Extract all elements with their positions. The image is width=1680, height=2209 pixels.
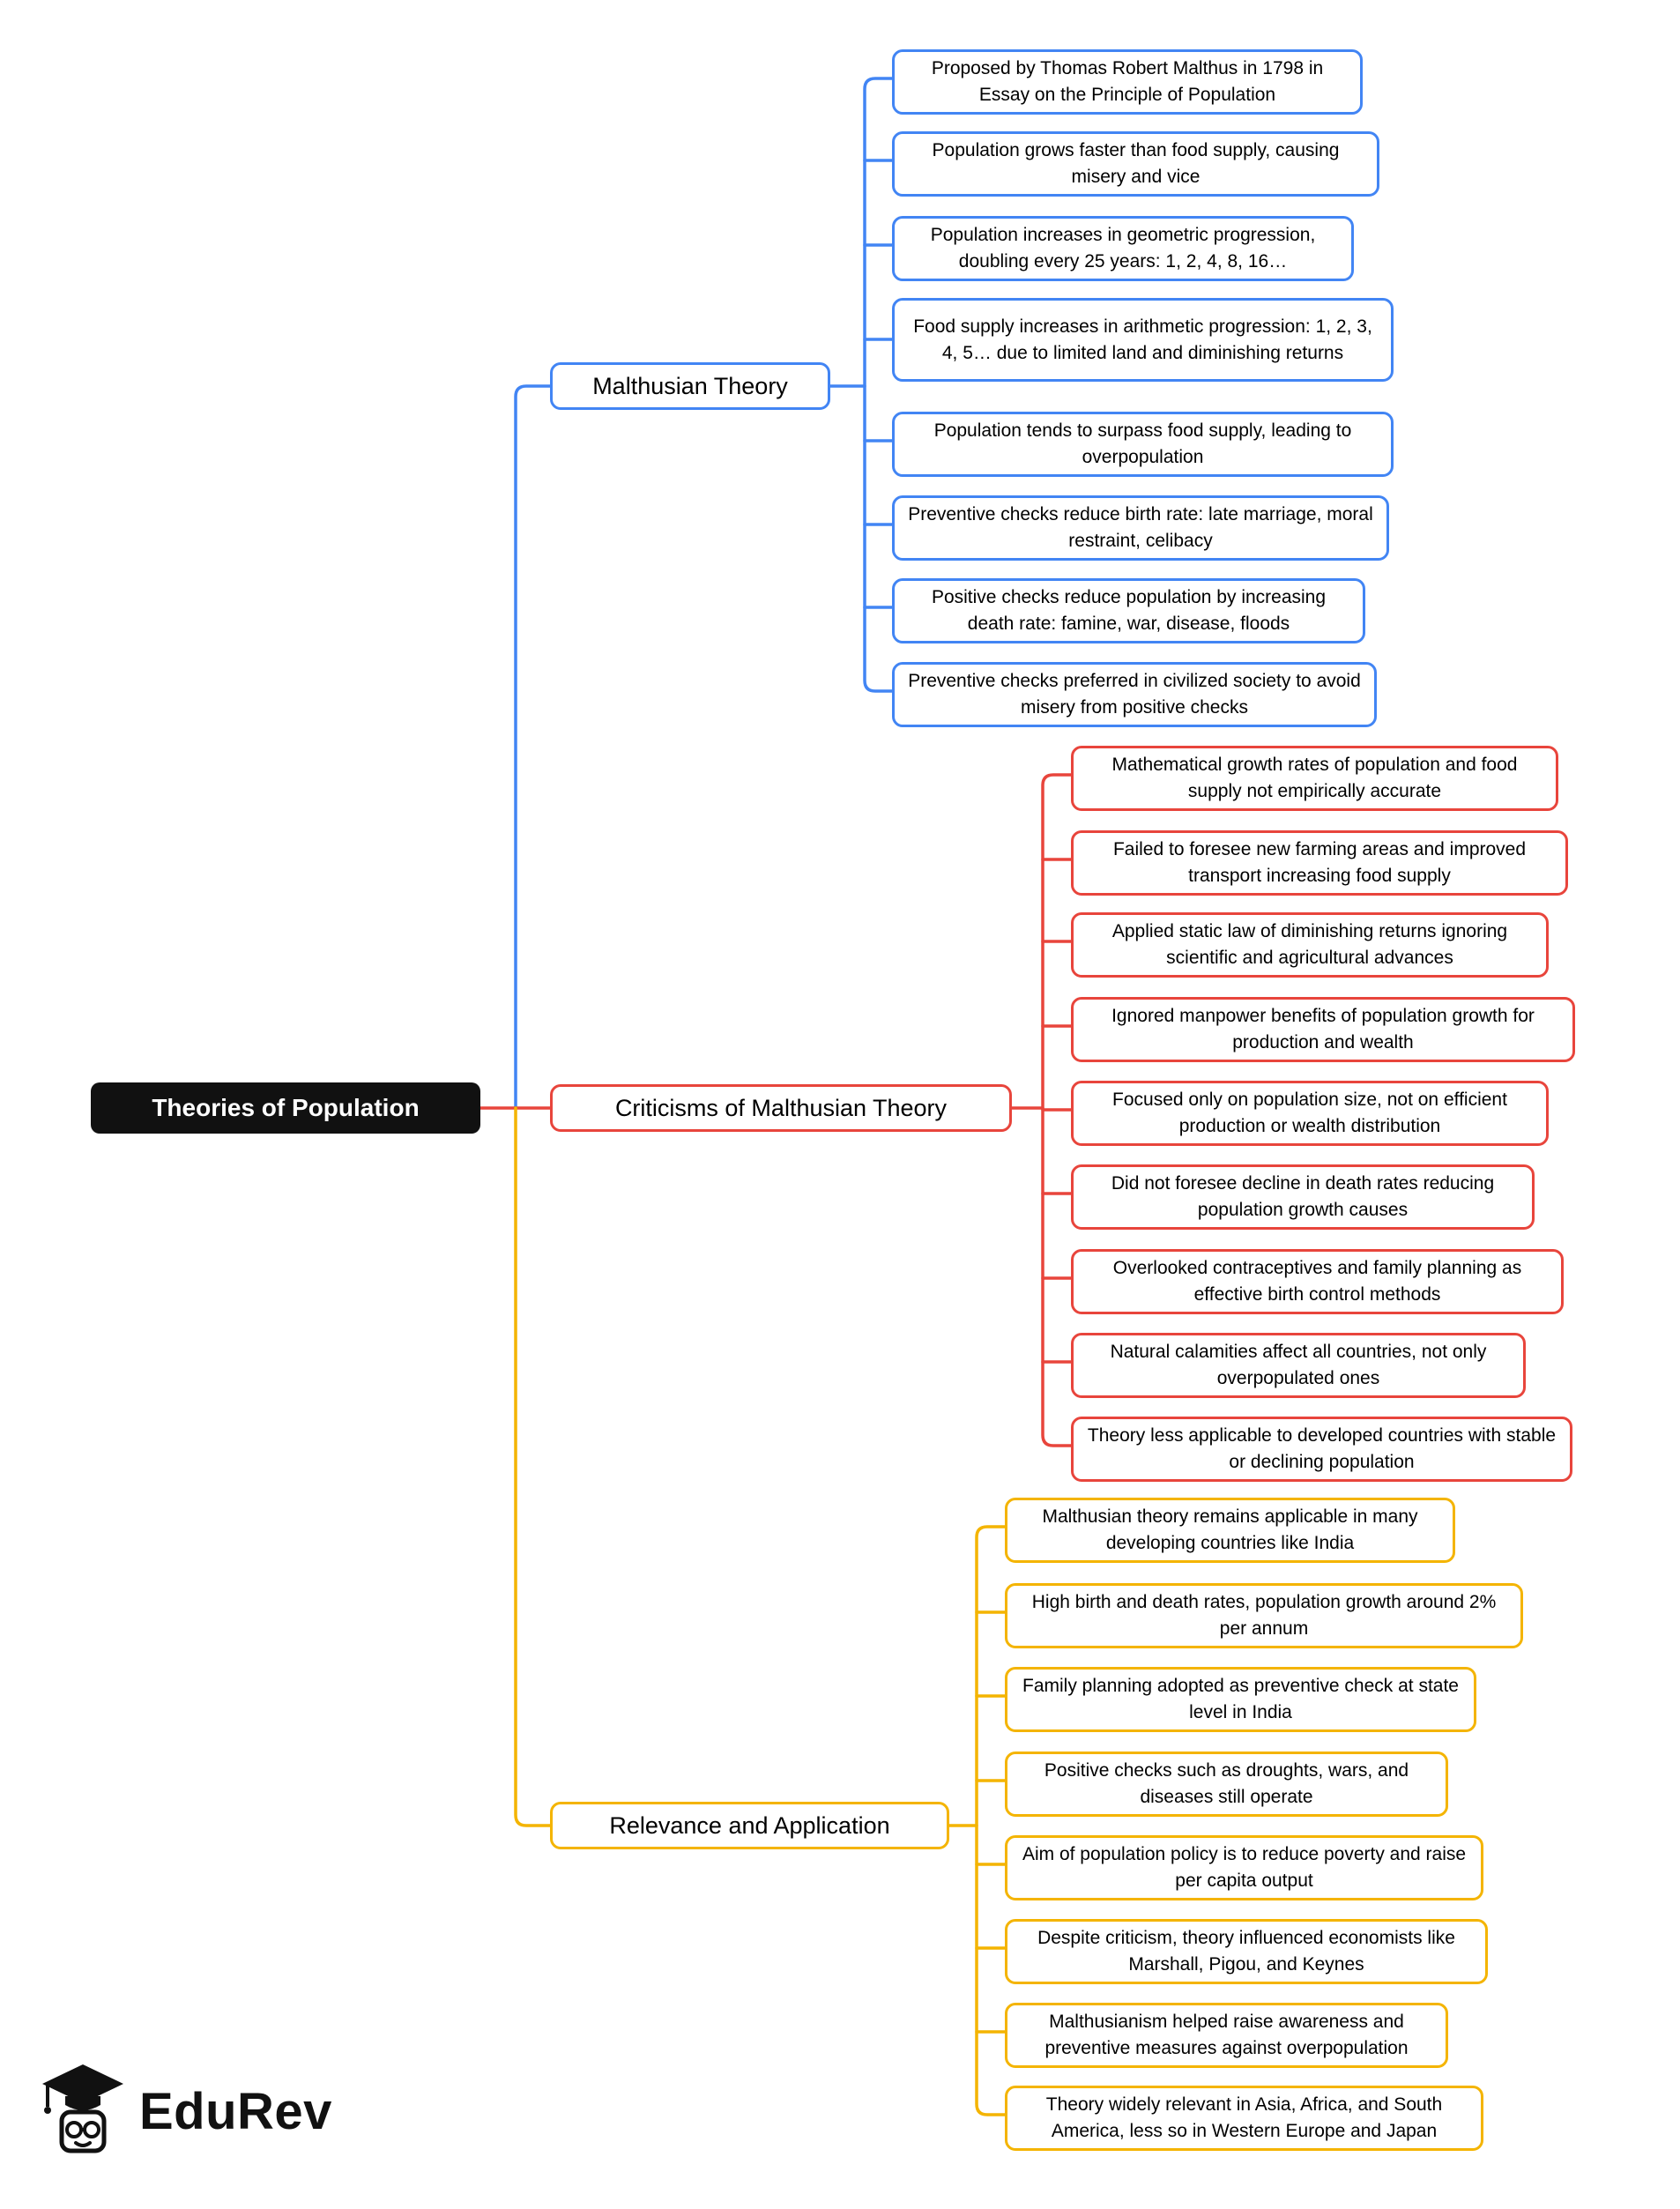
edurev-logo-text: EduRev — [139, 2083, 332, 2140]
leaf-node: Overlooked contraceptives and family pla… — [1071, 1249, 1564, 1314]
leaf-node: Population increases in geometric progre… — [892, 216, 1354, 281]
leaf-node: High birth and death rates, population g… — [1005, 1583, 1523, 1648]
leaf-node: Malthusian theory remains applicable in … — [1005, 1498, 1455, 1563]
leaf-node: Population grows faster than food supply… — [892, 131, 1379, 197]
relevance-connectors — [514, 1106, 1007, 2116]
leaf-node: Theory less applicable to developed coun… — [1071, 1417, 1572, 1482]
graduation-cap-mascot-icon — [39, 2061, 127, 2162]
leaf-node: Preventive checks reduce birth rate: lat… — [892, 495, 1389, 561]
leaf-node: Preventive checks preferred in civilized… — [892, 662, 1377, 727]
leaf-node: Malthusianism helped raise awareness and… — [1005, 2003, 1448, 2068]
edurev-logo: EduRev — [39, 2061, 332, 2162]
leaf-node: Aim of population policy is to reduce po… — [1005, 1835, 1483, 1900]
criticisms-connectors — [479, 773, 1073, 1447]
leaf-node: Positive checks reduce population by inc… — [892, 578, 1365, 643]
leaf-node: Applied static law of diminishing return… — [1071, 912, 1549, 978]
leaf-node: Theory widely relevant in Asia, Africa, … — [1005, 2086, 1483, 2151]
leaf-node: Family planning adopted as preventive ch… — [1005, 1667, 1476, 1732]
leaf-node: Positive checks such as droughts, wars, … — [1005, 1752, 1448, 1817]
leaf-node: Proposed by Thomas Robert Malthus in 179… — [892, 49, 1363, 115]
leaf-node: Despite criticism, theory influenced eco… — [1005, 1919, 1488, 1984]
root-node: Theories of Population — [91, 1082, 480, 1134]
branch-node-malthusian-theory: Malthusian Theory — [550, 362, 830, 410]
leaf-node: Failed to foresee new farming areas and … — [1071, 830, 1568, 896]
leaf-node: Focused only on population size, not on … — [1071, 1081, 1549, 1146]
branch-node-criticisms: Criticisms of Malthusian Theory — [550, 1084, 1012, 1132]
branch-node-relevance: Relevance and Application — [550, 1802, 949, 1849]
leaf-node: Food supply increases in arithmetic prog… — [892, 298, 1394, 382]
malthusian-connectors — [514, 77, 894, 1110]
leaf-node: Population tends to surpass food supply,… — [892, 412, 1394, 477]
leaf-node: Ignored manpower benefits of population … — [1071, 997, 1575, 1062]
leaf-node: Mathematical growth rates of population … — [1071, 746, 1558, 811]
leaf-node: Natural calamities affect all countries,… — [1071, 1333, 1526, 1398]
leaf-node: Did not foresee decline in death rates r… — [1071, 1164, 1535, 1230]
